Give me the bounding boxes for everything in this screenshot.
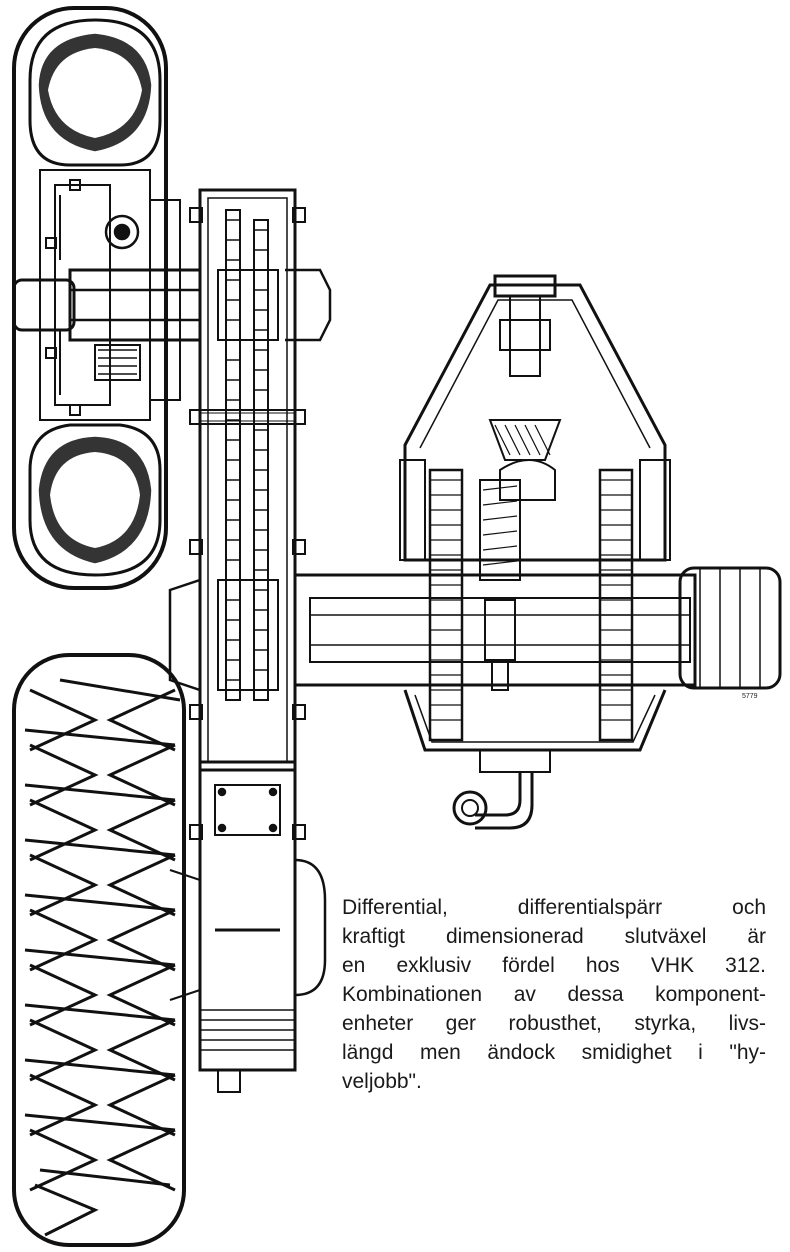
differential-housing [399, 274, 671, 773]
lower-tire-tread [12, 653, 186, 1247]
chain-case-housing [168, 188, 332, 840]
oil-pipe-elbow [452, 772, 534, 830]
upper-tire-section [12, 6, 202, 590]
caption-line-2: kraftigt dimensionerad slutväxel är [342, 925, 766, 948]
caption-text: Differential, differentialspärr och kraf… [342, 893, 766, 1096]
axle-shaft [293, 566, 782, 690]
caption-line-1: Differential, differentialspärr och [342, 896, 766, 919]
caption-line-7: veljobb". [342, 1070, 422, 1093]
caption-line-6: längd men ändock smidighet i "hy- [342, 1041, 766, 1064]
tandem-box-housing [169, 760, 327, 1093]
caption-line-4: Kombinationen av dessa komponent- [342, 983, 766, 1006]
caption-line-3: en exklusiv fördel hos VHK 312. [342, 954, 766, 977]
caption-line-5: enheter ger robusthet, styrka, livs- [342, 1012, 766, 1035]
figure-reference-number: 5779 [742, 693, 758, 700]
